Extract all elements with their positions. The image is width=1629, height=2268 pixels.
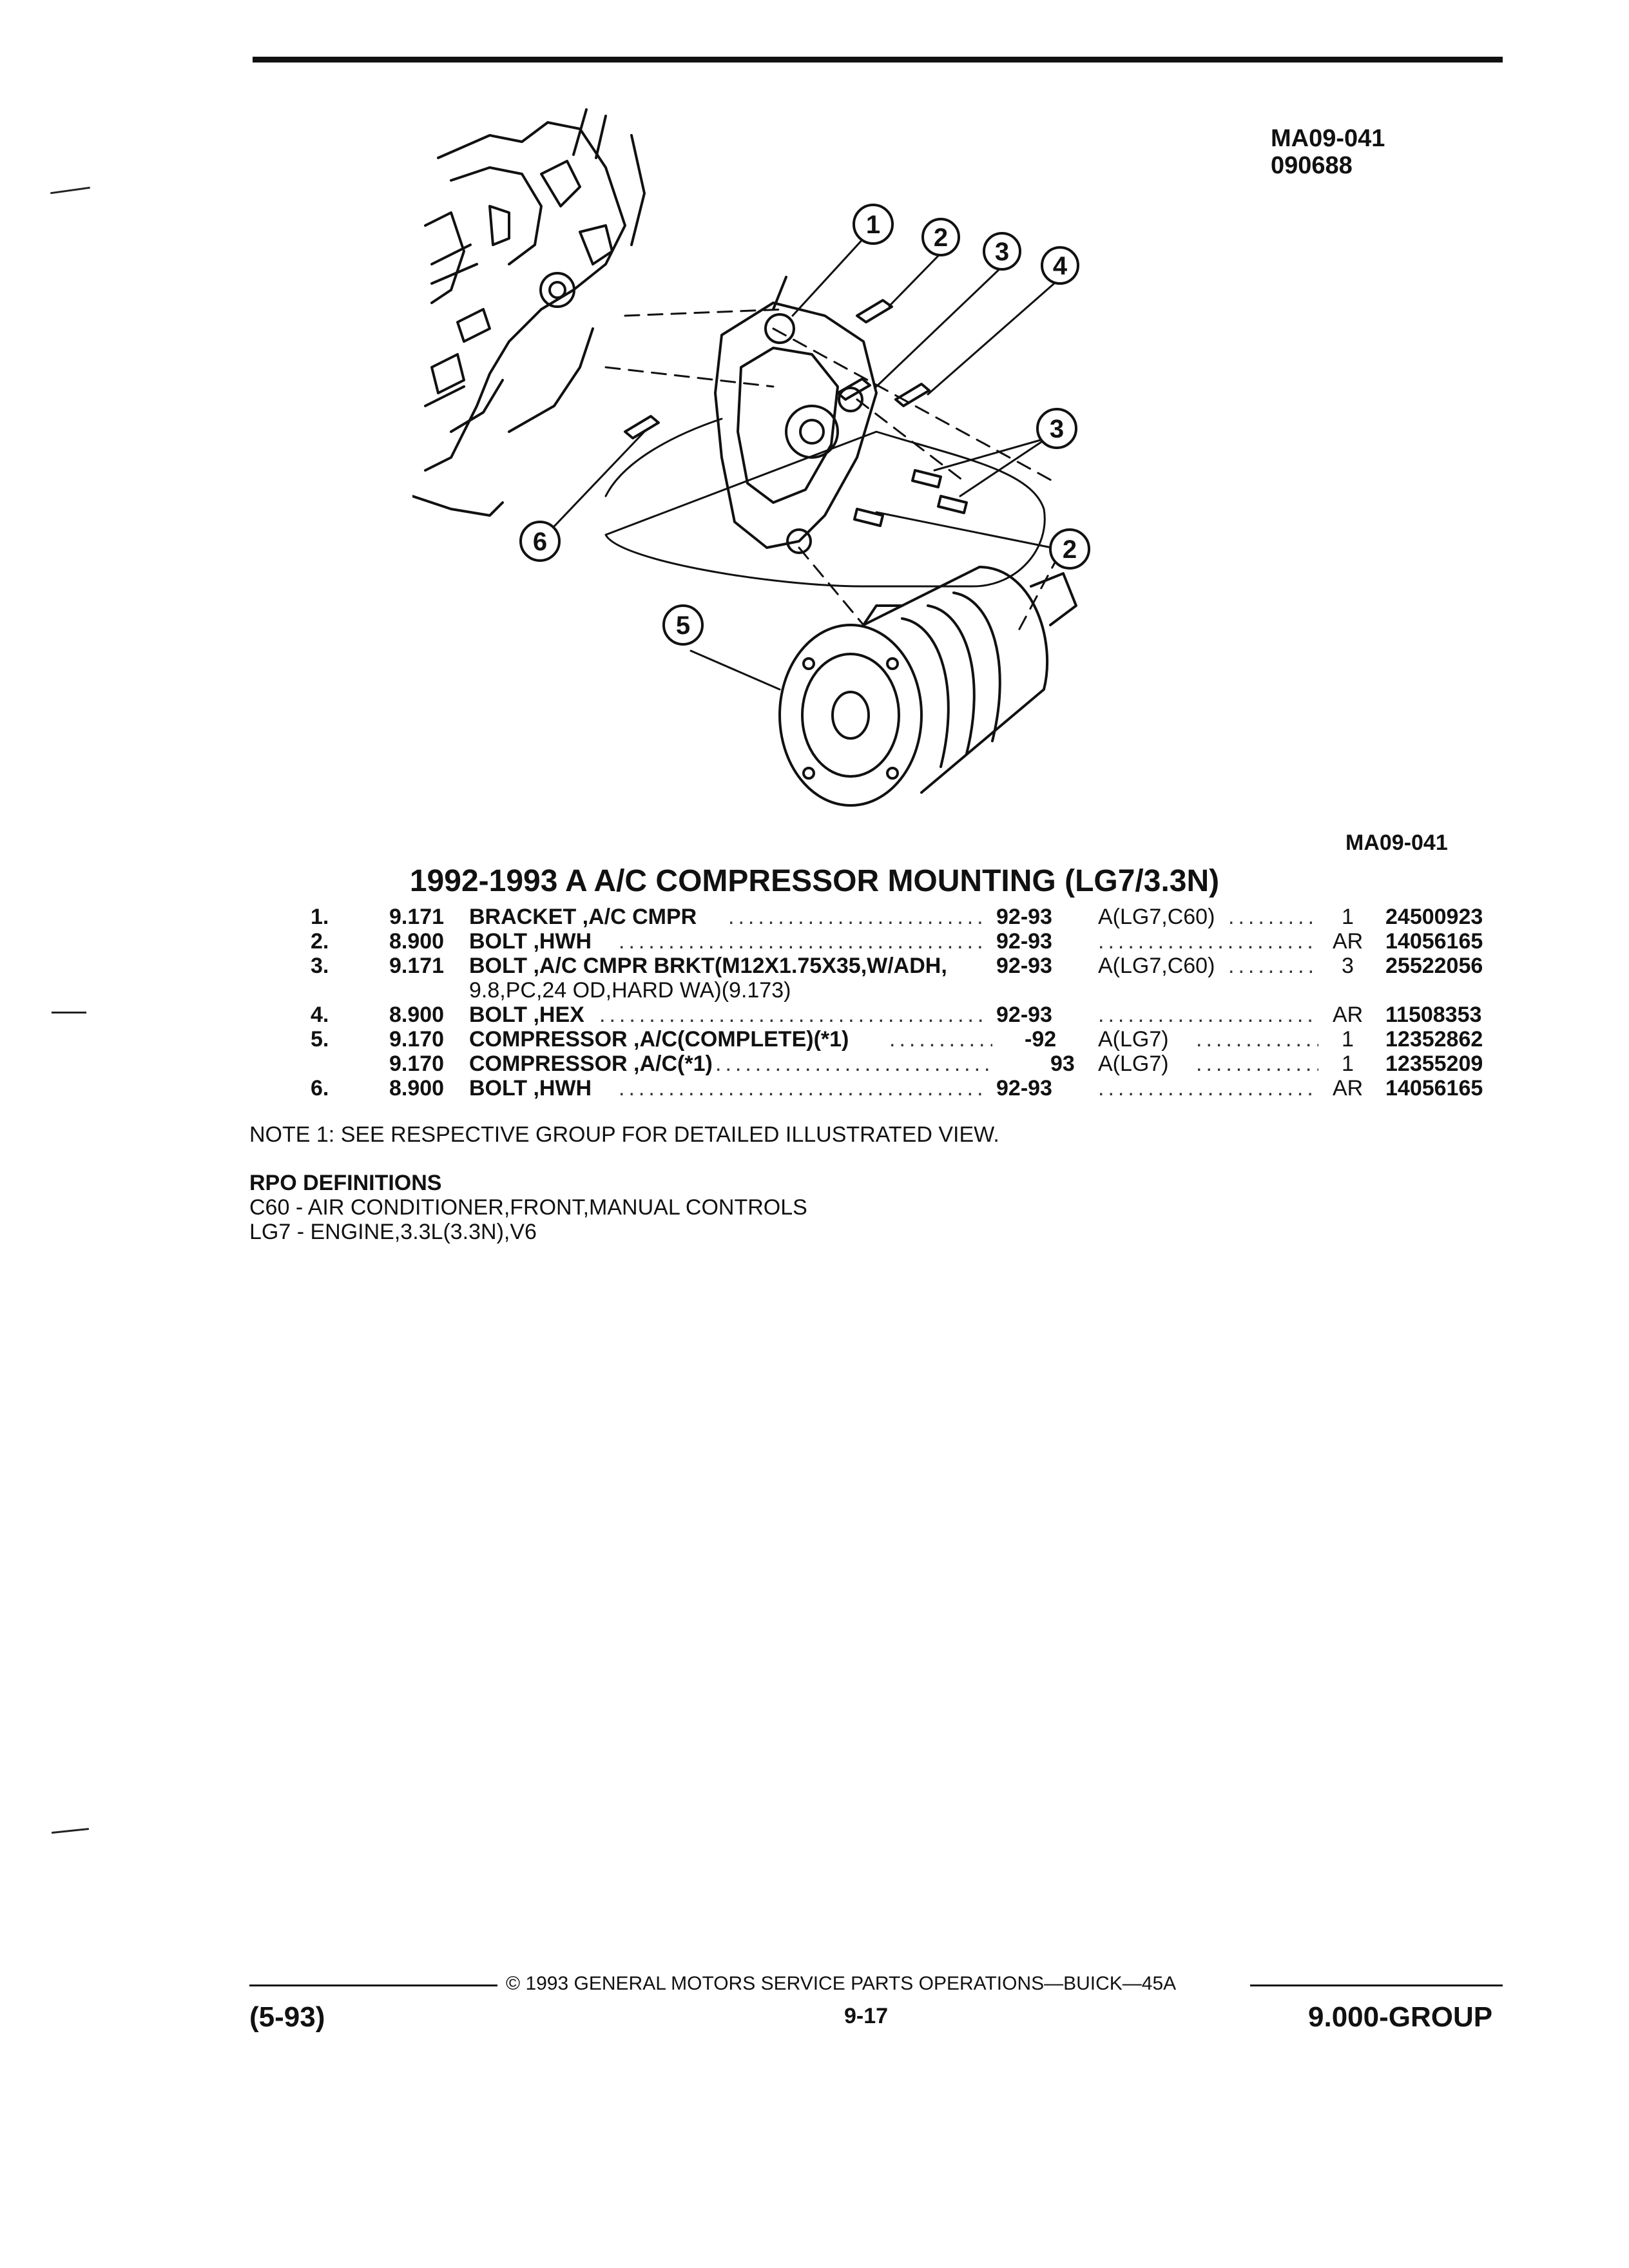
quantity: AR: [1333, 929, 1364, 954]
part-number: 11508353: [1385, 1003, 1482, 1027]
usage-code: A(LG7): [1098, 1052, 1169, 1076]
part-number: 12355209: [1385, 1052, 1483, 1076]
part-description: BOLT ,HWH: [469, 929, 592, 954]
part-number: 12352862: [1385, 1027, 1483, 1052]
engine-block-drawing: [412, 108, 646, 517]
group-number: 8.900: [389, 929, 445, 954]
quantity: AR: [1333, 1076, 1364, 1100]
rpo-definition: LG7 - ENGINE,3.3L(3.3N),V6: [249, 1220, 537, 1244]
callout-3b: 3: [1036, 408, 1077, 449]
quantity: 1: [1342, 1052, 1354, 1076]
margin-mark: [52, 1012, 86, 1014]
group-label: 9.000-GROUP: [1308, 2001, 1493, 2033]
usage-code: A(LG7,C60): [1098, 954, 1215, 978]
part-description: BOLT ,A/C CMPR BRKT(M12X1.75X35,W/ADH,: [469, 954, 947, 978]
part-description: BOLT ,HWH: [469, 1076, 592, 1100]
model-years: -92: [1025, 1027, 1057, 1052]
part-description: COMPRESSOR ,A/C(*1): [469, 1052, 713, 1076]
model-years: 92-93: [996, 1076, 1052, 1100]
part-description: BRACKET ,A/C CMPR: [469, 905, 697, 929]
exploded-view-illustration: 1 2 3 4 3 2 6 5: [412, 108, 1090, 807]
item-number: 3.: [311, 954, 329, 978]
footer-rule-right: [1250, 1984, 1503, 1986]
svg-text:6: 6: [533, 528, 547, 556]
reference-date: 090688: [1271, 152, 1353, 179]
item-number: 4.: [311, 1003, 329, 1027]
group-number: 9.171: [389, 905, 445, 929]
svg-text:4: 4: [1053, 252, 1068, 280]
svg-text:2: 2: [1063, 535, 1077, 564]
part-description: BOLT ,HEX: [469, 1003, 584, 1027]
callout-3: 3: [983, 232, 1021, 271]
part-number: 14056165: [1385, 1076, 1483, 1100]
item-number: 1.: [311, 905, 329, 929]
callout-5: 5: [662, 604, 704, 646]
svg-text:3: 3: [1050, 415, 1064, 443]
quantity: 1: [1342, 905, 1354, 929]
model-years: 92-93: [996, 954, 1052, 978]
callout-2: 2: [921, 218, 960, 256]
bracket-drawing: [714, 276, 878, 554]
part-number: 24500923: [1385, 905, 1483, 929]
usage-code: A(LG7): [1098, 1027, 1169, 1052]
margin-mark: [50, 186, 90, 195]
svg-text:2: 2: [934, 224, 948, 252]
quantity: AR: [1333, 1003, 1364, 1027]
group-number: 8.900: [389, 1076, 445, 1100]
section-title: 1992-1993 A A/C COMPRESSOR MOUNTING (LG7…: [409, 864, 1220, 898]
group-number: 9.170: [389, 1052, 445, 1076]
part-description-cont: 9.8,PC,24 OD,HARD WA)(9.173): [469, 978, 791, 1003]
figure-label: MA09-041: [1345, 831, 1448, 855]
model-years: 92-93: [996, 905, 1052, 929]
model-years: 93: [1050, 1052, 1075, 1076]
item-number: 2.: [311, 929, 329, 954]
footer-rule-left: [249, 1984, 497, 1986]
svg-text:5: 5: [676, 611, 690, 640]
copyright-notice: © 1993 GENERAL MOTORS SERVICE PARTS OPER…: [506, 1973, 1177, 1994]
callout-1: 1: [853, 204, 894, 245]
usage-code: A(LG7,C60): [1098, 905, 1215, 929]
top-rule: [253, 57, 1503, 62]
rpo-definition: C60 - AIR CONDITIONER,FRONT,MANUAL CONTR…: [249, 1195, 807, 1220]
quantity: 3: [1342, 954, 1354, 978]
svg-text:3: 3: [995, 238, 1009, 266]
revision-date: (5-93): [249, 2001, 325, 2033]
part-number: 14056165: [1385, 929, 1483, 954]
item-number: 5.: [311, 1027, 329, 1052]
callout-4: 4: [1041, 246, 1079, 285]
group-number: 8.900: [389, 1003, 445, 1027]
margin-mark: [52, 1827, 89, 1834]
svg-text:1: 1: [866, 211, 880, 239]
model-years: 92-93: [996, 1003, 1052, 1027]
group-number: 9.171: [389, 954, 445, 978]
compressor-drawing: [778, 566, 1077, 807]
item-number: 6.: [311, 1076, 329, 1100]
quantity: 1: [1342, 1027, 1354, 1052]
part-number: 25522056: [1385, 954, 1483, 978]
page-number: 9-17: [844, 2004, 889, 2028]
rpo-heading: RPO DEFINITIONS: [249, 1171, 442, 1195]
bolt-drawings: [624, 299, 968, 527]
group-number: 9.170: [389, 1027, 445, 1052]
callout-2b: 2: [1049, 528, 1090, 570]
part-description: COMPRESSOR ,A/C(COMPLETE)(*1): [469, 1027, 849, 1052]
footnote: NOTE 1: SEE RESPECTIVE GROUP FOR DETAILE…: [249, 1122, 999, 1147]
reference-code: MA09-041: [1271, 125, 1385, 152]
callout-6: 6: [519, 521, 561, 562]
model-years: 92-93: [996, 929, 1052, 954]
